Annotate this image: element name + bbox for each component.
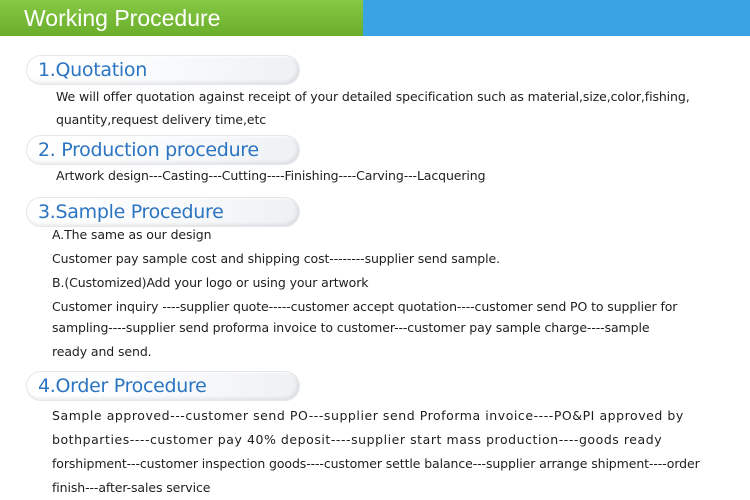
section-title-text: 1.Quotation: [38, 59, 147, 81]
section-line: sampling----supplier send proforma invoi…: [52, 320, 650, 335]
section-title-production: 2. Production procedure: [26, 135, 300, 165]
section-title-text: 3.Sample Procedure: [38, 201, 224, 223]
section-line: bothparties----customer pay 40% deposit-…: [52, 432, 663, 447]
page-title: Working Procedure: [24, 5, 221, 31]
section-line: forshipment---customer inspection goods-…: [52, 456, 700, 471]
section-line: Sample approved---customer send PO---sup…: [52, 408, 684, 423]
section-title-quotation: 1.Quotation: [26, 55, 300, 85]
section-title-sample: 3.Sample Procedure: [26, 197, 300, 227]
header-title-block: [0, 0, 363, 36]
header-banner: Working Procedure: [0, 0, 750, 36]
section-line: quantity,request delivery time,etc: [56, 112, 267, 127]
section-title-text: 4.Order Procedure: [38, 375, 207, 397]
section-line: We will offer quotation against receipt …: [56, 89, 690, 104]
section-line: Artwork design---Casting---Cutting----Fi…: [56, 168, 486, 183]
section-title-order: 4.Order Procedure: [26, 371, 300, 401]
section-title-text: 2. Production procedure: [38, 139, 259, 161]
section-line: Customer inquiry ----supplier quote-----…: [52, 299, 678, 314]
section-line: ready and send.: [52, 344, 152, 359]
section-line: finish---after-sales service: [52, 480, 211, 495]
section-line: Customer pay sample cost and shipping co…: [52, 251, 500, 266]
section-line: B.(Customized)Add your logo or using you…: [52, 275, 369, 290]
section-line: A.The same as our design: [52, 227, 212, 242]
